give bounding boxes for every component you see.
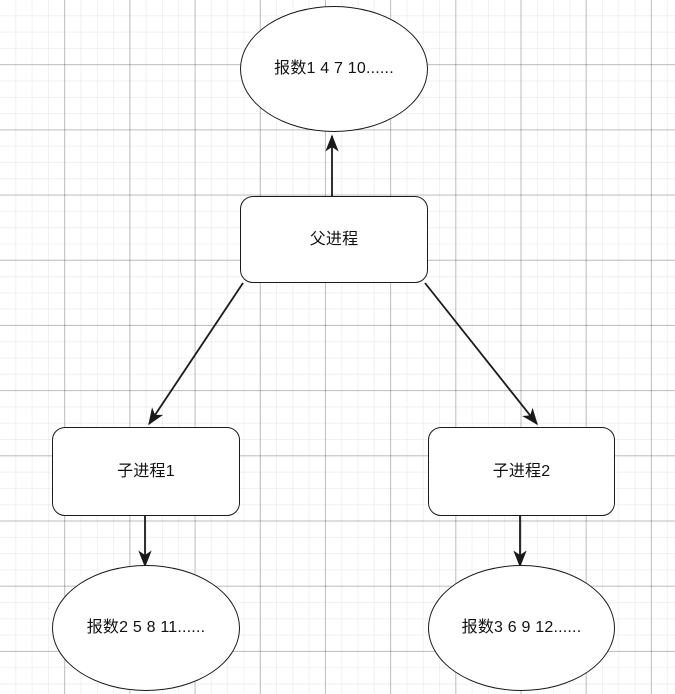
node-label: 报数3 6 9 12...... — [461, 619, 582, 637]
edge-parent-to-child2 — [424, 282, 538, 426]
node-label: 子进程2 — [492, 462, 551, 480]
node-label: 子进程1 — [117, 462, 175, 480]
node-label: 父进程 — [309, 230, 359, 248]
node-parent-process[interactable]: 父进程 — [240, 196, 428, 283]
node-label: 报数1 4 7 10...... — [274, 60, 394, 78]
node-label: 报数2 5 8 11...... — [86, 619, 206, 637]
node-count-off-parent[interactable]: 报数1 4 7 10...... — [240, 6, 428, 132]
node-child-process-2[interactable]: 子进程2 — [428, 427, 615, 516]
node-count-off-child-2[interactable]: 报数3 6 9 12...... — [428, 565, 615, 691]
edge-parent-to-child1 — [148, 282, 244, 426]
node-child-process-1[interactable]: 子进程1 — [52, 427, 240, 516]
node-count-off-child-1[interactable]: 报数2 5 8 11...... — [52, 565, 240, 691]
